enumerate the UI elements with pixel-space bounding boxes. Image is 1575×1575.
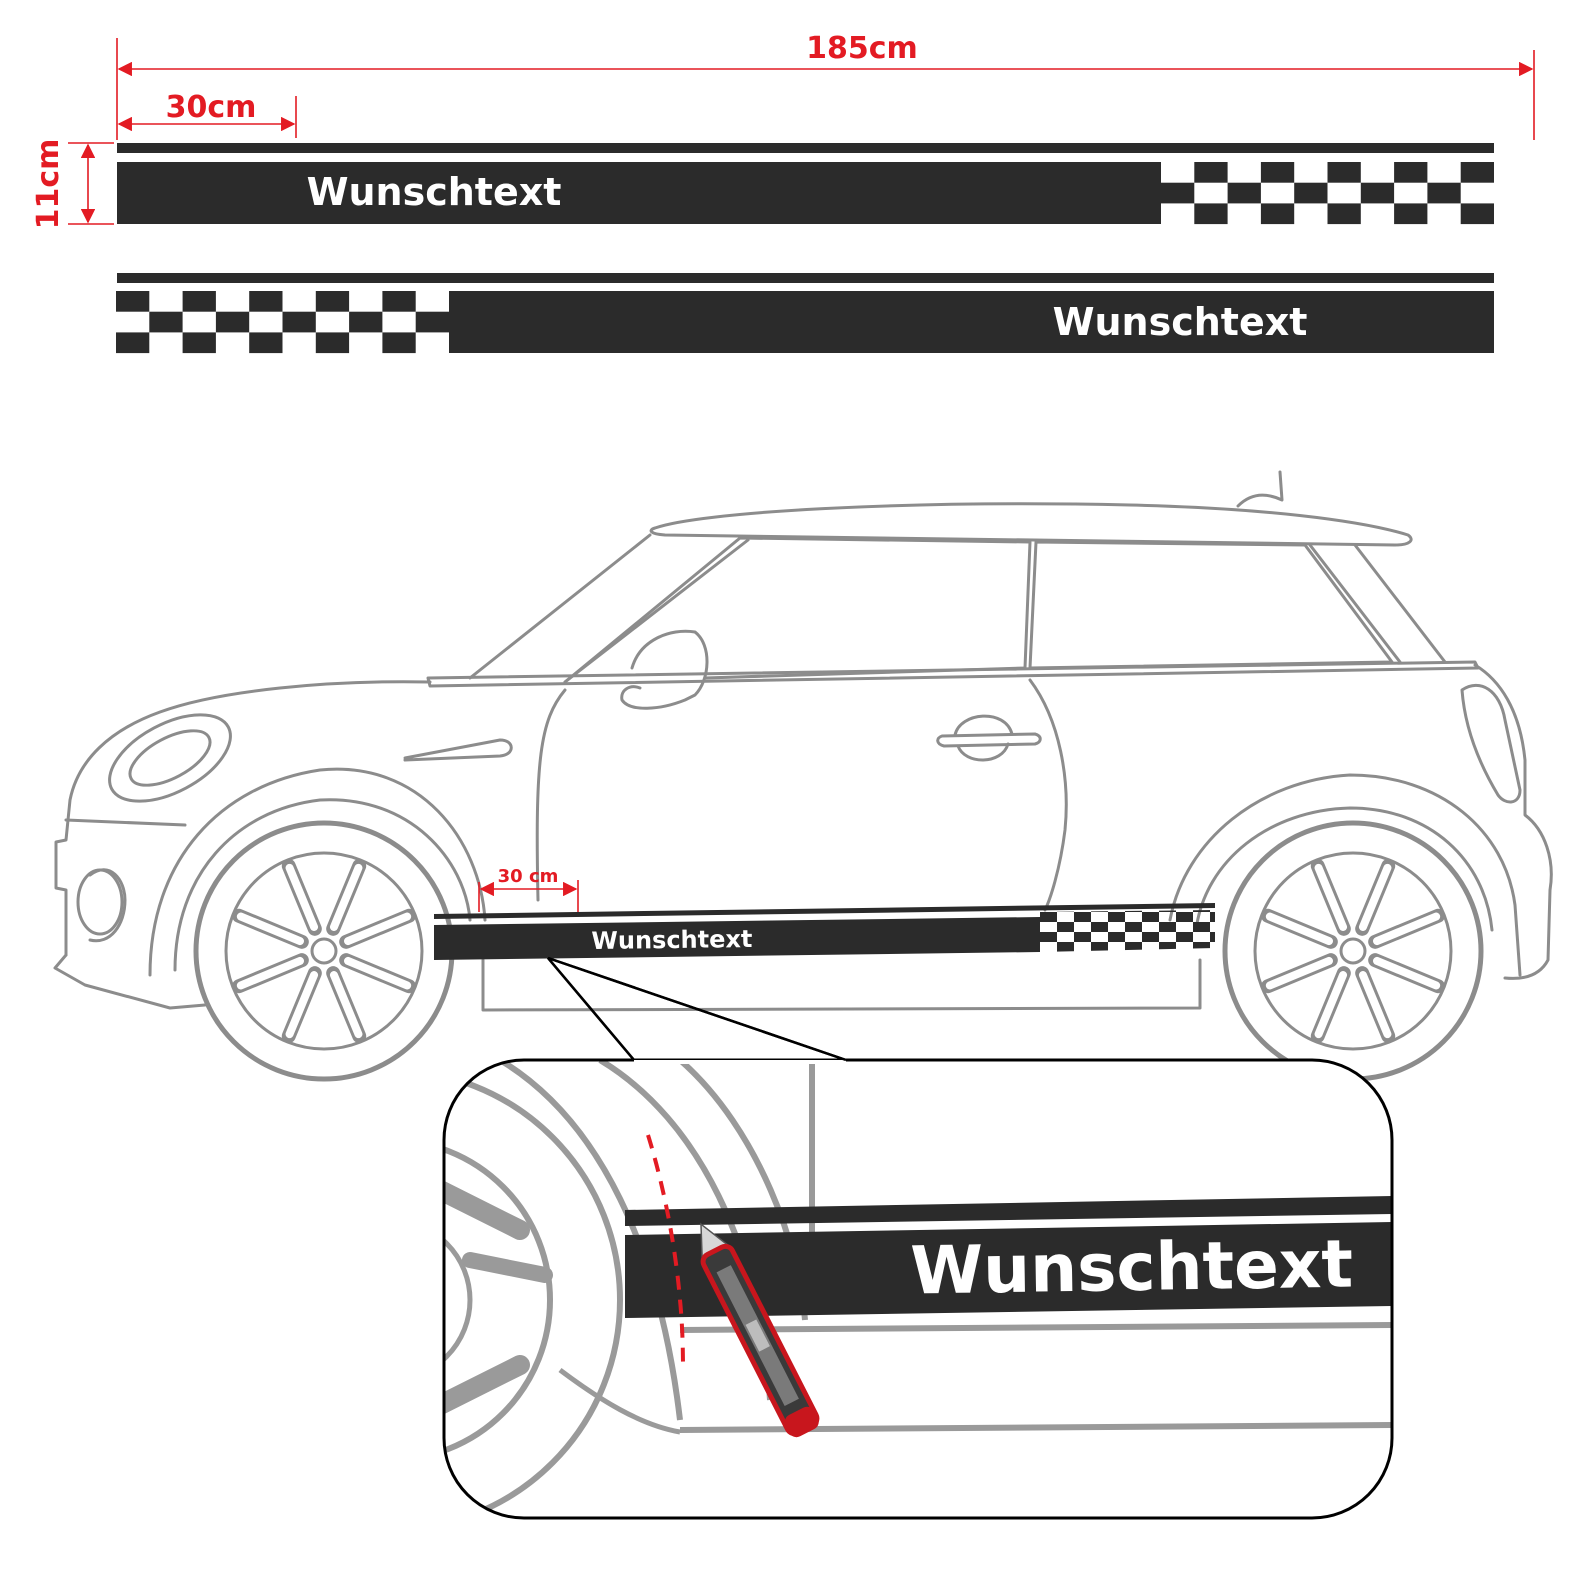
checker-square <box>249 332 283 354</box>
checker-square <box>1194 162 1228 183</box>
total-length-label: 185cm <box>806 31 918 66</box>
cut-line <box>646 1134 685 1371</box>
checker-square <box>315 332 350 354</box>
stripe-bottom: Wunschtext <box>116 273 1494 354</box>
checker-square <box>149 311 183 333</box>
wheel-spoke-fill <box>344 912 412 946</box>
zoom-stripe-text: Wunschtext <box>910 1226 1354 1310</box>
checkered-pattern <box>116 291 449 354</box>
stripe-custom-text: Wunschtext <box>1053 300 1308 344</box>
checker-square <box>415 311 449 333</box>
dimension-total-length: 185cm <box>116 31 1535 140</box>
checker-square <box>182 291 216 312</box>
utility-knife-icon <box>700 1222 820 1438</box>
wheel-spoke-fill <box>1314 971 1348 1039</box>
checker-square <box>182 332 216 354</box>
checker-square <box>1161 182 1195 204</box>
wheel-spoke-fill <box>285 863 319 931</box>
height-label: 11cm <box>31 139 66 230</box>
wheel-spoke-fill <box>1265 956 1333 990</box>
stripe-custom-text: Wunschtext <box>307 170 562 214</box>
wheel-spoke-fill <box>1358 863 1392 931</box>
car-stripe-text: Wunschtext <box>591 925 752 955</box>
car-stripe: Wunschtext <box>434 903 1215 960</box>
checker-square <box>382 291 416 312</box>
checker-square <box>1260 162 1295 183</box>
checker-square <box>382 332 416 354</box>
wheel-spoke-fill <box>1358 971 1392 1039</box>
checker-square <box>282 311 316 333</box>
checker-square <box>1260 203 1295 225</box>
checker-square <box>1460 203 1494 225</box>
wheel-spoke-fill <box>1314 863 1348 931</box>
zoom-stripe-band <box>625 1222 1392 1318</box>
checker-square <box>116 332 150 354</box>
wheel-spoke-fill <box>236 956 304 990</box>
wheel-spoke-fill <box>285 971 319 1039</box>
wheel-spoke-fill <box>1373 956 1441 990</box>
wheel-spoke-fill <box>329 971 363 1039</box>
checker-square <box>1460 162 1494 183</box>
dimension-segment-length: 30cm <box>117 90 297 138</box>
checker-square <box>1327 203 1361 225</box>
checker-square <box>215 311 250 333</box>
wheel-spoke-fill <box>236 912 304 946</box>
stripe-top: Wunschtext <box>117 143 1494 225</box>
checker-square <box>1394 162 1428 183</box>
car-stripe-band <box>434 917 1040 960</box>
wheel-spoke-fill <box>1373 912 1441 946</box>
stripe-main-band <box>449 291 1494 353</box>
checker-square <box>1194 203 1228 225</box>
stripe-thin-line <box>117 273 1494 283</box>
dimension-height: 11cm <box>31 139 114 230</box>
checker-square <box>1227 182 1261 204</box>
wheel-spoke-fill <box>329 863 363 931</box>
zoom-stripe-thin-line <box>625 1196 1392 1226</box>
car-outline <box>53 470 1553 1082</box>
car-segment-length-label: 30 cm <box>498 866 559 887</box>
checker-square <box>1294 182 1328 204</box>
checker-square <box>349 311 383 333</box>
segment-length-label: 30cm <box>166 90 257 125</box>
car-dimension-segment: 30 cm <box>478 866 579 912</box>
car-stripe-checks <box>1040 910 1215 952</box>
wheel-spoke-fill <box>344 956 412 990</box>
stripe-main-band <box>117 162 1161 224</box>
checker-square <box>1394 203 1428 225</box>
checker-square <box>116 291 150 312</box>
zoom-callout: Wunschtext <box>442 956 1394 1520</box>
checker-square <box>1427 182 1461 204</box>
stripe-thin-line <box>117 143 1494 153</box>
zoom-detail: Wunschtext <box>444 1060 1392 1518</box>
car-stripe-thin-line <box>434 903 1215 919</box>
checker-square <box>1360 182 1395 204</box>
checker-square <box>249 291 283 312</box>
checker-square <box>1327 162 1361 183</box>
checker-square <box>315 291 350 312</box>
checkered-pattern <box>1161 162 1494 225</box>
wheel-spoke-fill <box>1265 912 1333 946</box>
